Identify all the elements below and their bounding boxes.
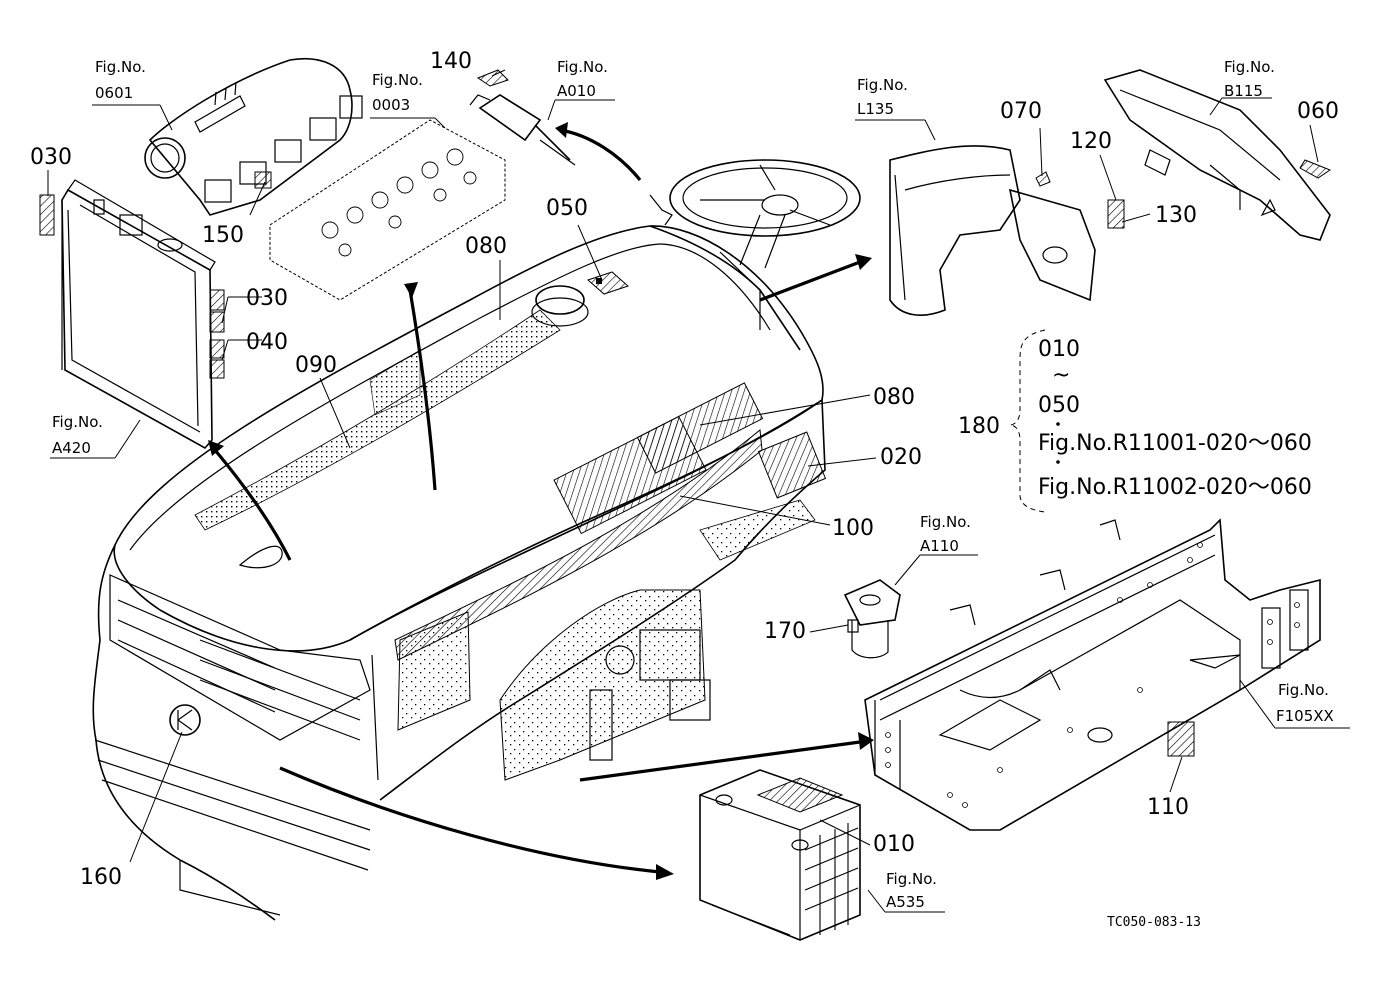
bracket-range-end: 050 (1038, 393, 1080, 418)
label-050: 050 (546, 196, 588, 221)
fig-0601-label: Fig.No. (95, 58, 146, 76)
label-150: 150 (202, 223, 244, 248)
head-gasket (269, 119, 506, 301)
figure-references: Fig.No. 0601 Fig.No. 0003 Fig.No. A010 F… (52, 58, 1334, 911)
exhaust-manifold (144, 58, 363, 216)
label-070: 070 (1000, 99, 1042, 124)
fig-A010-num: A010 (557, 82, 596, 100)
fig-A110-num: A110 (920, 537, 959, 555)
label-170: 170 (764, 619, 806, 644)
fig-A010-label: Fig.No. (557, 58, 608, 76)
fig-B115-num: B115 (1224, 82, 1263, 100)
label-030-radiator: 030 (246, 286, 288, 311)
panel-cover (889, 145, 1125, 316)
fig-A420-num: A420 (52, 439, 91, 457)
reference-arrows (208, 122, 874, 880)
fig-0003-num: 0003 (372, 96, 410, 114)
label-100: 100 (832, 516, 874, 541)
label-080-top: 080 (465, 234, 507, 259)
fig-A110-label: Fig.No. (920, 513, 971, 531)
label-130: 130 (1155, 203, 1197, 228)
fig-A535-num: A535 (886, 893, 925, 911)
fig-0601-num: 0601 (95, 84, 133, 102)
label-140: 140 (430, 49, 472, 74)
fuel-filter (843, 579, 901, 659)
label-020: 020 (880, 445, 922, 470)
seat-support (1103, 69, 1332, 241)
label-160: 160 (80, 865, 122, 890)
fig-L135-num: L135 (857, 100, 894, 118)
radiator (39, 179, 225, 450)
wire-connector (469, 69, 576, 166)
label-080-side: 080 (873, 385, 915, 410)
fig-A420-label: Fig.No. (52, 413, 103, 431)
label-090: 090 (295, 353, 337, 378)
label-030-top: 030 (30, 145, 72, 170)
drawing-code: TC050-083-13 (1107, 915, 1201, 930)
leader-lines (47, 69, 1350, 913)
bracket-ref-1: Fig.No.R11001-020～060 (1038, 431, 1312, 456)
label-180: 180 (958, 414, 1000, 439)
label-110: 110 (1147, 795, 1189, 820)
label-120: 120 (1070, 129, 1112, 154)
battery (699, 769, 861, 941)
bracket-note-180: 010 ~ 050 Fig.No.R11001-020～060 Fig.No.R… (1038, 337, 1312, 500)
label-010: 010 (873, 832, 915, 857)
chassis-frame (864, 518, 1321, 831)
bracket-ref-2: Fig.No.R11002-020～060 (1038, 475, 1312, 500)
fig-0003-label: Fig.No. (372, 71, 423, 89)
tractor-body (92, 159, 861, 921)
fig-B115-label: Fig.No. (1224, 58, 1275, 76)
fig-F105XX-num: F105XX (1276, 707, 1334, 725)
label-060: 060 (1297, 99, 1339, 124)
fig-L135-label: Fig.No. (857, 76, 908, 94)
part-labels: 030 030 040 150 140 050 080 090 070 120 … (30, 49, 1339, 890)
bracket-range-start: 010 (1038, 337, 1080, 362)
label-040: 040 (246, 330, 288, 355)
bracket-range-tilde: ~ (1052, 363, 1070, 388)
fig-F105XX-label: Fig.No. (1278, 681, 1329, 699)
fig-A535-label: Fig.No. (886, 870, 937, 888)
